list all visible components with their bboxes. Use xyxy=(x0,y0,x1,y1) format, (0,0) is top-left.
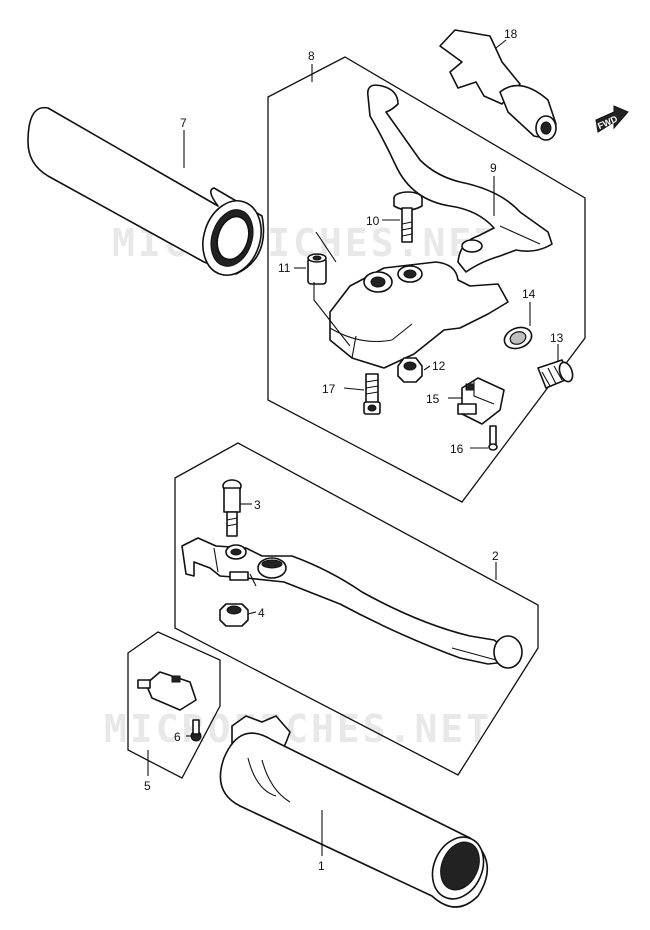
callout-12: 12 xyxy=(432,359,446,373)
callout-6: 6 xyxy=(174,730,181,744)
callout-14: 14 xyxy=(522,287,536,301)
callout-4: 4 xyxy=(258,606,265,620)
part-9-clutch-lever xyxy=(366,84,553,273)
leader-17 xyxy=(343,387,365,391)
callout-8: 8 xyxy=(308,49,315,63)
part-13-cable-adjuster xyxy=(537,359,574,389)
part-2-brake-lever xyxy=(181,537,523,669)
part-5-brake-switch xyxy=(137,671,197,711)
callout-3: 3 xyxy=(254,498,261,512)
part-17-clamp-bolt xyxy=(363,373,381,415)
part-15-clutch-switch xyxy=(457,377,505,425)
callout-16: 16 xyxy=(450,442,464,456)
part-18-lever-boot xyxy=(439,29,557,141)
part-12-nut xyxy=(397,357,423,383)
callout-7: 7 xyxy=(180,116,187,130)
watermark-bottom: MICROFICHES.NET xyxy=(104,707,492,751)
forward-direction-arrow: FWD xyxy=(595,105,629,133)
callout-11: 11 xyxy=(278,261,291,275)
callout-2: 2 xyxy=(492,549,499,563)
part-7-left-grip xyxy=(27,106,265,276)
clutch-lever-holder xyxy=(329,261,509,369)
leader-4 xyxy=(247,611,257,615)
leader-12 xyxy=(423,365,431,371)
callout-13: 13 xyxy=(550,331,564,345)
callout-1: 1 xyxy=(318,859,325,873)
part-16-switch-screw xyxy=(488,425,498,451)
part-4-brake-nut xyxy=(219,603,249,627)
part-10-pivot-bolt xyxy=(393,191,423,243)
fwd-label: FWD xyxy=(596,113,619,131)
part-6-switch-screw xyxy=(190,719,202,742)
callout-10: 10 xyxy=(366,214,380,228)
callout-18: 18 xyxy=(504,27,518,41)
frame-brake-assembly xyxy=(174,442,539,776)
part-3-brake-pivot-bolt xyxy=(222,479,242,537)
callout-15: 15 xyxy=(426,392,440,406)
leader-18 xyxy=(495,39,507,49)
callout-9: 9 xyxy=(490,161,497,175)
part-14-locknut xyxy=(503,326,533,350)
callout-17: 17 xyxy=(322,382,336,396)
frame-clutch-assembly xyxy=(267,56,586,503)
part-1-throttle-grip xyxy=(219,715,489,908)
leader-11-bracket xyxy=(313,231,351,347)
frame-switch xyxy=(127,631,221,779)
part-11-collar xyxy=(307,253,327,285)
callout-5: 5 xyxy=(144,779,151,793)
